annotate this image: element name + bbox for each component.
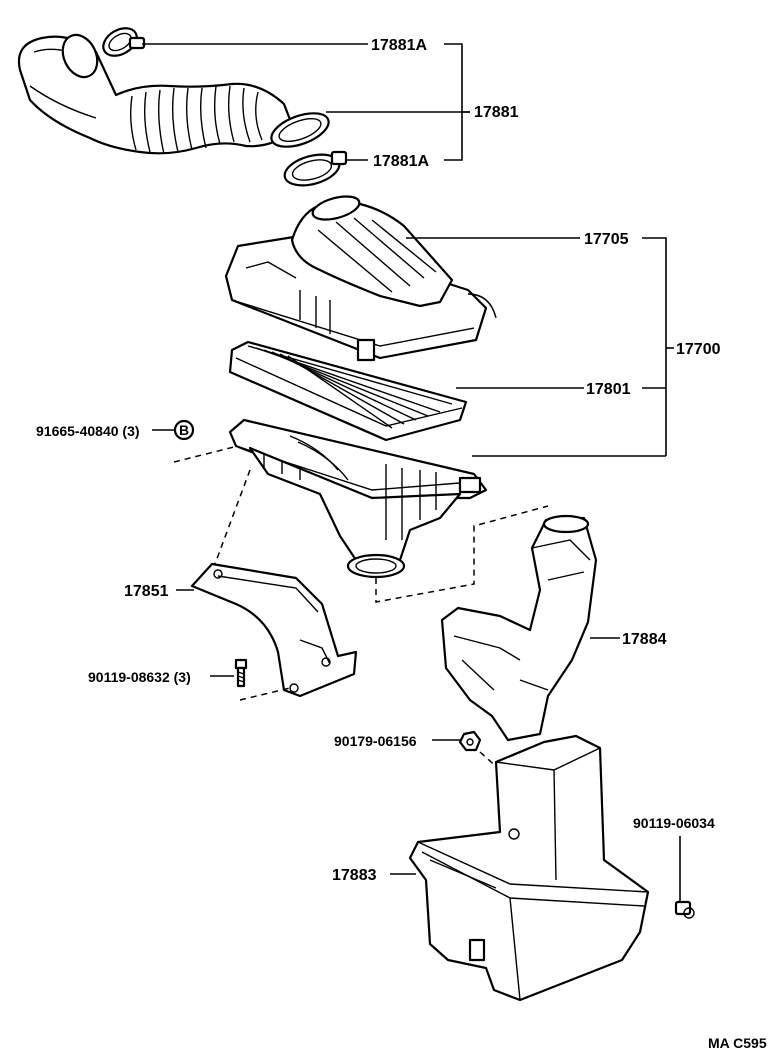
hose-clamp-top (102, 27, 146, 57)
resonator-17883 (408, 734, 650, 1002)
label-90119-06034: 90119-06034 (633, 815, 715, 831)
label-17881A-top: 17881A (371, 37, 427, 54)
label-17884: 17884 (622, 631, 667, 648)
intake-hose-17881 (17, 33, 330, 155)
filter-element-17801 (228, 340, 468, 442)
clip-marker-b: B (179, 422, 189, 438)
nut-90179-06156 (458, 730, 482, 752)
label-17881: 17881 (474, 104, 519, 121)
air-cleaner-case (228, 418, 488, 579)
label-90119-08632: 90119-08632 (3) (88, 669, 191, 685)
label-17851: 17851 (124, 583, 169, 600)
label-17883: 17883 (332, 867, 377, 884)
label-90179-06156: 90179-06156 (334, 733, 417, 749)
hose-clamp-bottom (283, 150, 348, 187)
intake-duct-17884 (440, 514, 598, 742)
catalog-code: MA C595 (708, 1035, 767, 1051)
bolt-90119-08632 (234, 658, 248, 688)
label-17881A-bottom: 17881A (373, 153, 429, 170)
bracket-17851 (190, 562, 358, 698)
bolt-90119-06034 (674, 900, 695, 919)
hose-ribs (129, 85, 263, 155)
label-17801: 17801 (586, 381, 631, 398)
label-91665-40840: 91665-40840 (3) (36, 423, 140, 439)
air-cleaner-cap-17705 (224, 195, 497, 362)
label-17705: 17705 (584, 231, 629, 248)
label-17700: 17700 (676, 341, 721, 358)
